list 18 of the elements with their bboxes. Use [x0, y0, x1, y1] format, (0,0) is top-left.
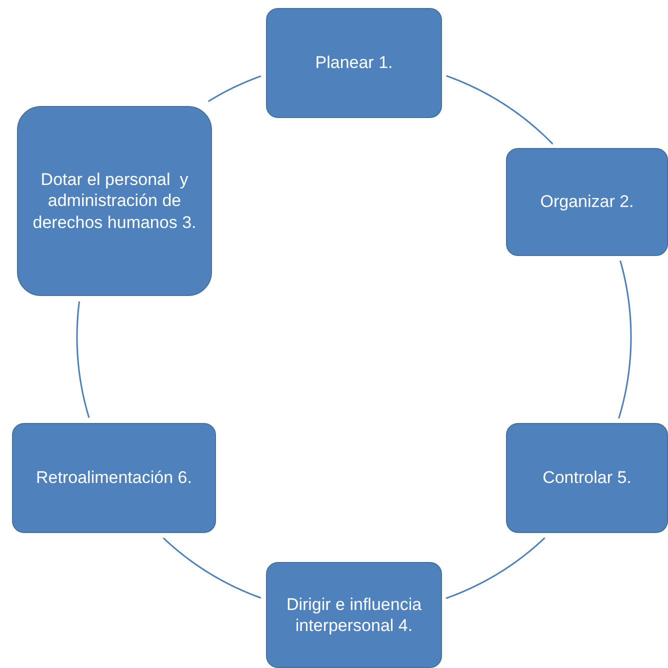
- step-label: Controlar 5.: [542, 467, 632, 489]
- step-label: Dotar el personal y administración de derechos humanos 3.: [32, 169, 198, 233]
- process-box: [12, 423, 216, 533]
- connector-line: [208, 75, 262, 102]
- step-label: Organizar 2.: [540, 191, 634, 213]
- process-box: [506, 148, 668, 256]
- process-box: [266, 562, 442, 668]
- connector-line: [446, 75, 554, 145]
- process-box: [17, 106, 212, 296]
- process-box: [506, 423, 668, 533]
- connector-line: [76, 301, 90, 418]
- step-label: Dirigir e influencia interpersonal 4.: [285, 594, 423, 636]
- connector-line: [162, 537, 262, 599]
- connector-line: [446, 537, 546, 599]
- process-box: [266, 8, 442, 118]
- step-label: Planear 1.: [315, 52, 393, 74]
- connector-line: [618, 260, 632, 419]
- step-label: Retroalimentación 6.: [36, 467, 192, 489]
